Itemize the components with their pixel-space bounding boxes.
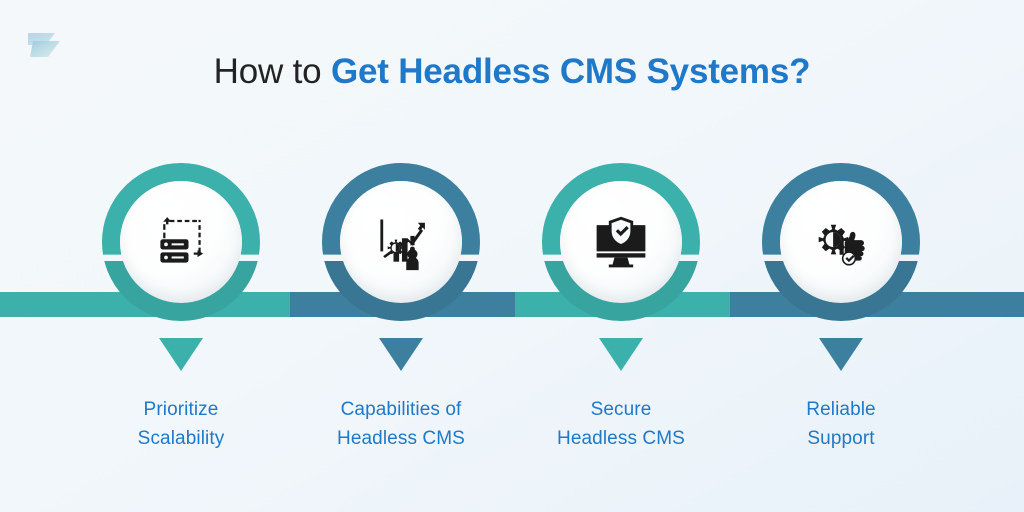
step-label-line1: Secure xyxy=(590,399,652,420)
step-label-line2: Scalability xyxy=(137,427,225,449)
step-label-line2: Headless CMS xyxy=(337,427,465,449)
brand-logo xyxy=(22,24,66,68)
step-icon-ring xyxy=(102,163,260,321)
step-arrow-down-icon xyxy=(379,338,423,371)
page-title: How to Get Headless CMS Systems? xyxy=(0,52,1024,92)
chevron-logo-icon xyxy=(28,33,60,57)
step-icon-ring xyxy=(762,163,920,321)
step-label-line1: Reliable xyxy=(806,399,876,420)
page-title-main: Get Headless CMS Systems? xyxy=(330,52,811,91)
step-label-line1: Capabilities of xyxy=(340,399,462,420)
step-icon-ring xyxy=(542,163,700,321)
step-arrow-down-icon xyxy=(599,338,643,371)
step-label-line1: Prioritize xyxy=(143,399,219,420)
step-capabilities-of-headless-cms[interactable]: Capabilities of Headless CMS xyxy=(291,0,511,512)
step-label-line2: Headless CMS xyxy=(557,427,685,449)
step-label-line2: Support xyxy=(807,427,875,449)
step-arrow-down-icon xyxy=(159,338,203,371)
page-title-lead: How to xyxy=(213,52,331,91)
step-icon-ring xyxy=(322,163,480,321)
step-label: Capabilities of Headless CMS xyxy=(291,396,511,453)
step-arrow-down-icon xyxy=(819,338,863,371)
